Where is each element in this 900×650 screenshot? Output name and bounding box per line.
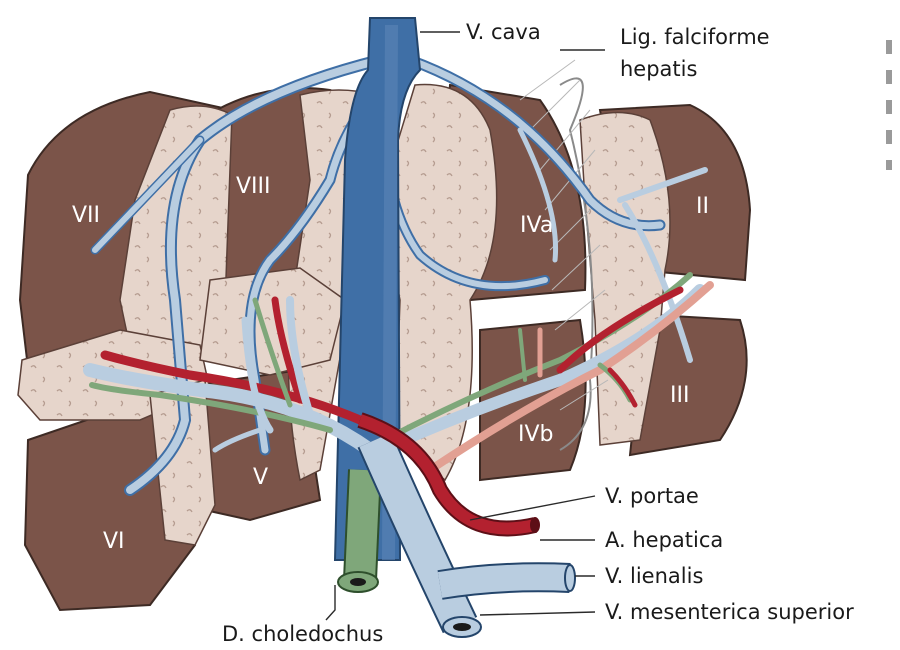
splenic-vein-end <box>565 565 575 591</box>
segment-label-ii: II <box>696 194 709 219</box>
label-v-lienalis: V. lienalis <box>605 564 703 588</box>
label-v-cava: V. cava <box>466 20 541 44</box>
segment-label-v: V <box>253 465 268 490</box>
segment-label-iva: IVa <box>520 213 553 238</box>
artery-end <box>530 517 540 533</box>
label-a-hepatica: A. hepatica <box>605 528 723 552</box>
segment-label-ivb: IVb <box>518 422 554 447</box>
segment-label-iii: III <box>670 383 689 408</box>
label-v-mesenterica-superior: V. mesenterica superior <box>605 600 854 624</box>
label-v-portae: V. portae <box>605 484 699 508</box>
label-lig-falciforme: Lig. falciforme <box>620 25 770 49</box>
label-d-choledochus: D. choledochus <box>222 622 383 646</box>
segment-label-vi: VI <box>103 529 125 554</box>
segment-label-vii: VII <box>72 203 100 228</box>
edge-marks <box>886 40 892 170</box>
label-lig-falciforme-hepatis: hepatis <box>620 57 697 81</box>
segment-label-viii: VIII <box>236 174 271 199</box>
